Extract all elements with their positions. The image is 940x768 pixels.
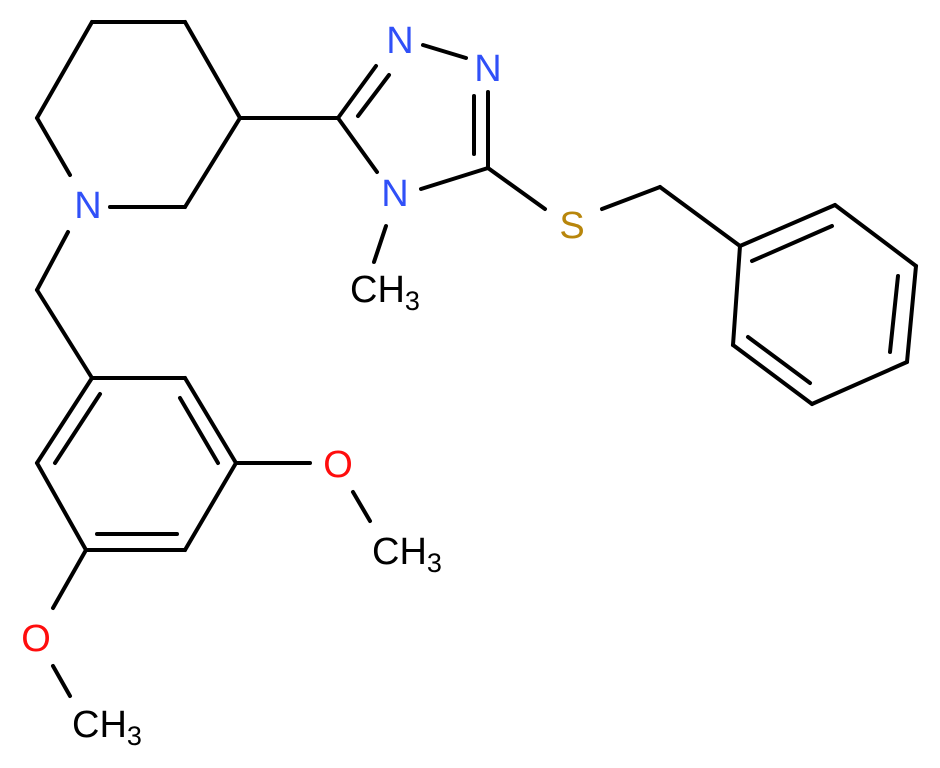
atom-label-ch3-n-methyl: CH3 [350,269,420,316]
atom-label-s-thioether: S [559,205,584,247]
atom-label-ch3-methoxy-right: CH3 [372,531,442,578]
atom-label-n-triazole-methyl: N [381,173,408,215]
triazole-ring [336,43,490,264]
atom-label-o-methoxy-left: O [21,618,51,660]
atom-label-n-triazole-top: N [386,20,413,62]
benzylthio-group [486,166,918,406]
atom-label-n-piperidine: N [74,185,101,227]
atom-label-o-methoxy-right: O [323,444,353,486]
piperidine-ring [35,20,242,292]
atom-label-ch3-methoxy-left: CH3 [72,704,142,751]
atom-label-n-triazole-right: N [474,48,501,90]
dimethoxyphenyl-ring [35,288,372,698]
